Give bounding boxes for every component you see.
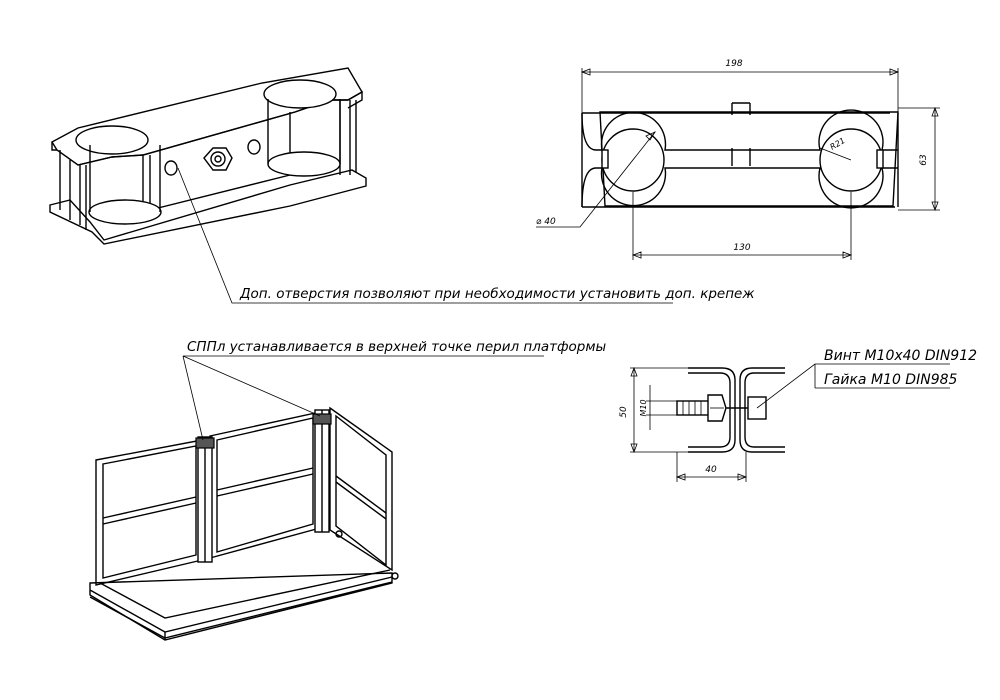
side-view-dimensions: 50 М10 40 <box>619 363 950 482</box>
dim-height: 63 <box>919 154 929 166</box>
dim-side-width: 40 <box>705 465 717 475</box>
clamp-side-view <box>676 367 785 453</box>
clamp-isometric-view <box>49 67 367 245</box>
holes-note: Доп. отверстия позволяют при необходимос… <box>239 286 755 302</box>
mount-note: СППл устанавливается в верхней точке пер… <box>187 339 607 355</box>
dim-thread: М10 <box>639 399 648 416</box>
dim-hole-spacing: 130 <box>733 243 750 253</box>
dim-overall-length: 198 <box>725 59 742 69</box>
nut-label: Гайка М10 DIN985 <box>824 372 958 388</box>
dim-hole-diameter: ⌀ 40 <box>536 217 556 227</box>
platform-isometric-view <box>89 406 399 641</box>
screw-label: Винт М10х40 DIN912 <box>824 348 977 364</box>
top-view-dimensions: 198 63 130 ⌀ 40 R21 <box>536 59 940 260</box>
dim-side-height: 50 <box>619 406 629 418</box>
